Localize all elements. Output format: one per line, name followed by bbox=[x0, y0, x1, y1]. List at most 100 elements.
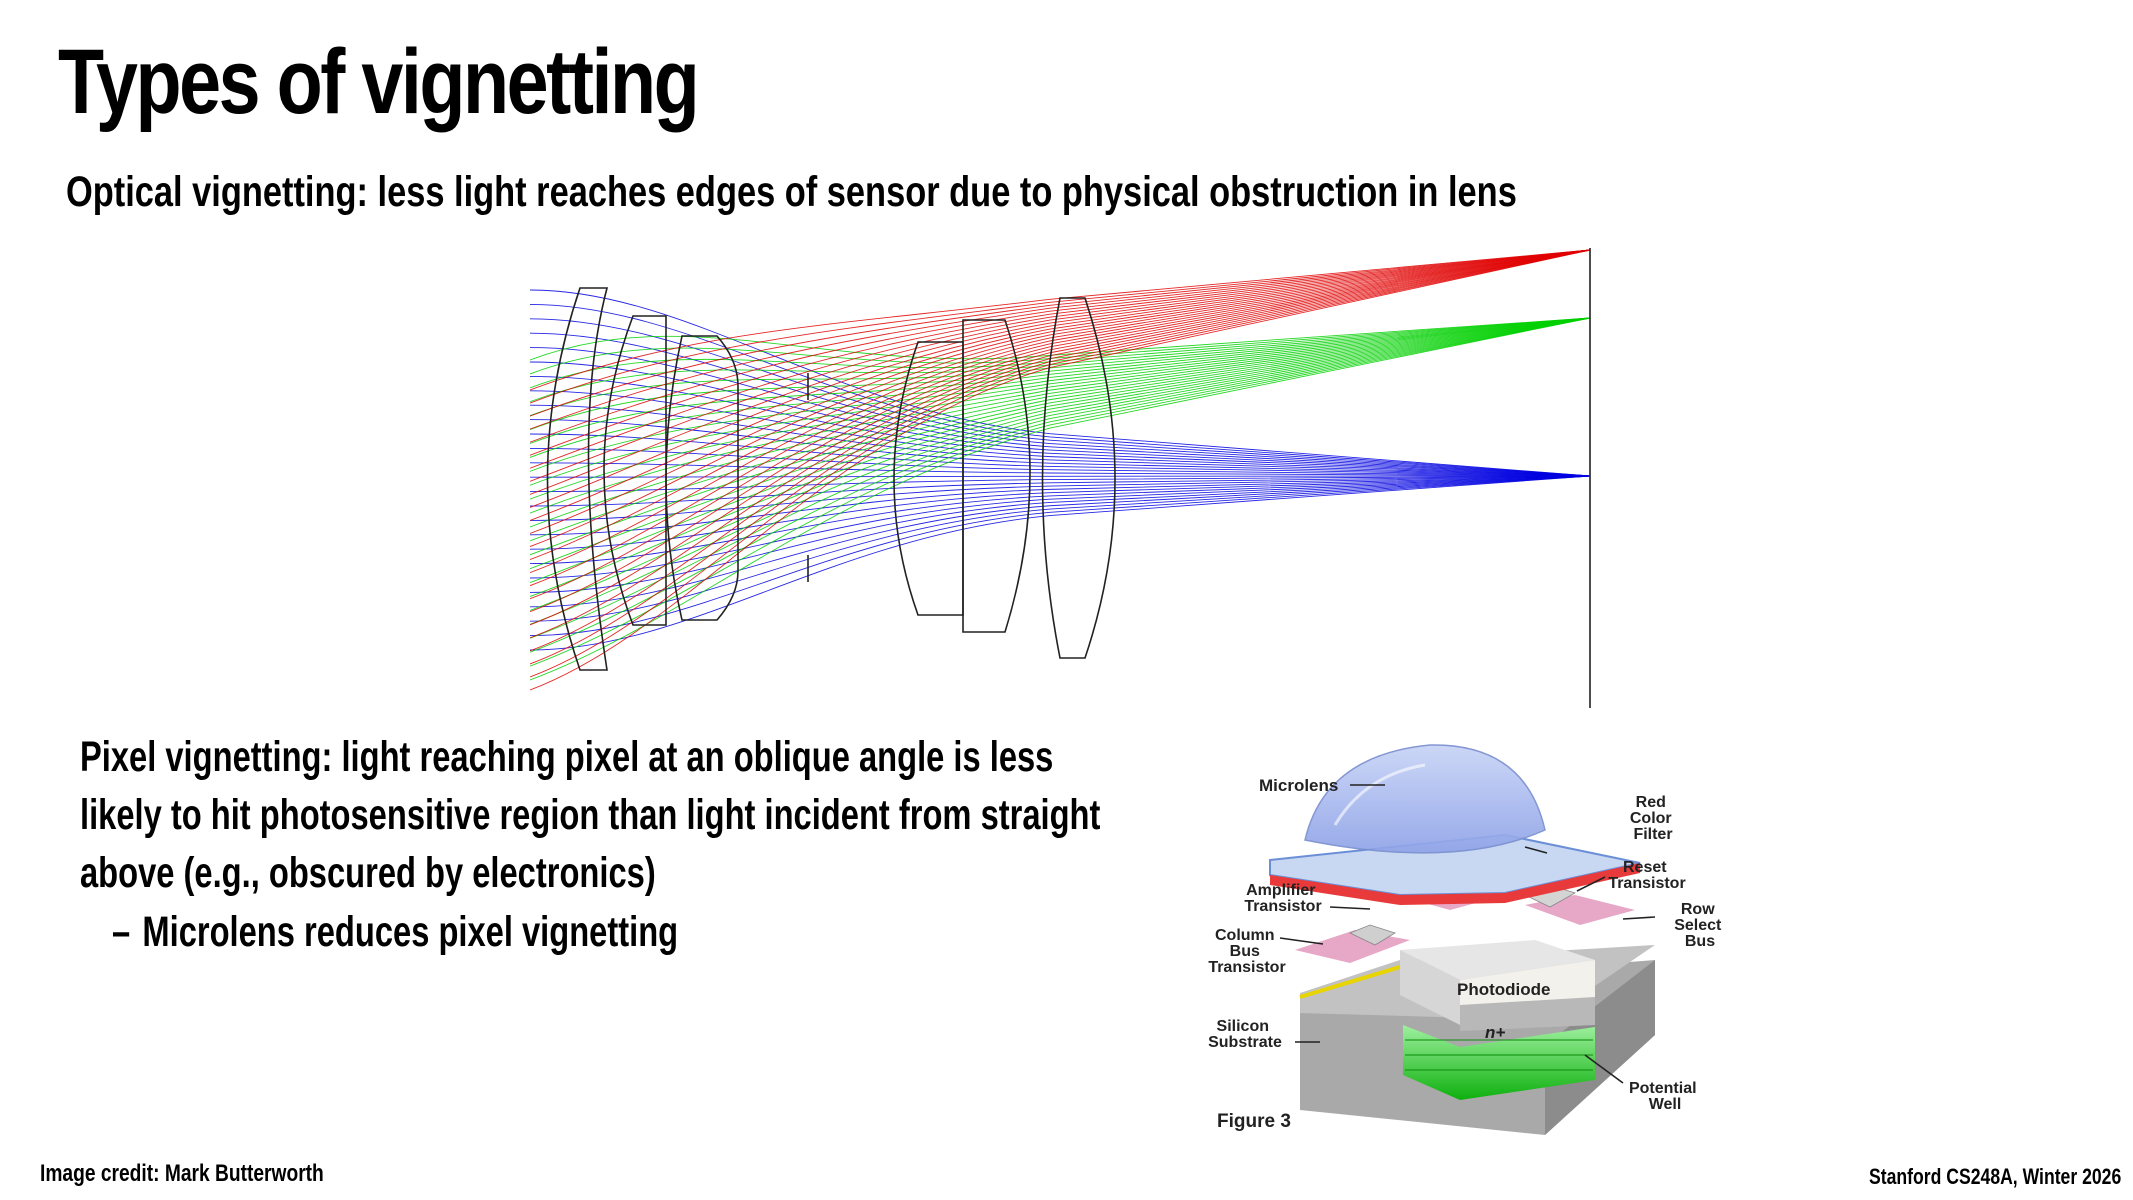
light-ray bbox=[530, 475, 1591, 521]
lens-element-3 bbox=[665, 335, 739, 621]
label-silicon: Silicon bbox=[1217, 1018, 1269, 1035]
label-color: Color bbox=[1630, 810, 1672, 827]
label-amplifier: Amplifier bbox=[1246, 882, 1315, 899]
light-ray bbox=[530, 317, 1591, 514]
light-ray bbox=[530, 249, 1591, 613]
label-microlens: Microlens bbox=[1259, 776, 1338, 795]
label-column-bus: Bus bbox=[1230, 943, 1260, 960]
slide-title: Types of vignetting bbox=[58, 31, 700, 133]
light-ray bbox=[530, 317, 1591, 667]
lens-element-4 bbox=[893, 341, 964, 616]
light-ray bbox=[530, 249, 1591, 665]
label-leader-lines bbox=[1279, 784, 1656, 1084]
light-ray bbox=[530, 475, 1591, 622]
potential-well-region bbox=[1403, 997, 1595, 1100]
light-ray bbox=[530, 347, 1591, 477]
light-ray bbox=[530, 317, 1591, 486]
lens-element-5 bbox=[962, 319, 1031, 633]
label-amplifier-transistor: Transistor bbox=[1244, 898, 1321, 915]
label-select: Select bbox=[1674, 917, 1722, 934]
bullet-text: Microlens reduces pixel vignetting bbox=[142, 908, 679, 956]
figure-labels: Microlens Red Color Filter Reset Transis… bbox=[1208, 776, 1726, 1132]
light-ray bbox=[530, 249, 1591, 469]
label-photodiode: Photodiode bbox=[1457, 980, 1550, 999]
svg-text:Potential Well: Potential Well bbox=[1629, 1080, 1701, 1113]
svg-text:Silicon Substrate: Silicon Substrate bbox=[1208, 1018, 1282, 1051]
light-ray bbox=[530, 317, 1591, 556]
label-n-plus: n+ bbox=[1485, 1023, 1505, 1042]
light-ray bbox=[530, 249, 1591, 430]
light-ray bbox=[530, 249, 1591, 456]
svg-text:Red Color Filter: Red Color Filter bbox=[1630, 794, 1676, 843]
figure-caption: Figure 3 bbox=[1217, 1111, 1291, 1132]
light-ray bbox=[530, 249, 1591, 443]
light-ray bbox=[530, 317, 1591, 389]
label-filter: Filter bbox=[1633, 826, 1672, 843]
bullet-dash: – bbox=[112, 908, 131, 956]
light-rays bbox=[530, 249, 1591, 691]
light-ray bbox=[530, 317, 1591, 472]
label-row: Row bbox=[1681, 901, 1715, 918]
pixel-cross-section-figure: Microlens Red Color Filter Reset Transis… bbox=[1208, 744, 1726, 1135]
light-ray bbox=[530, 475, 1591, 565]
light-ray bbox=[530, 249, 1591, 626]
light-ray bbox=[530, 475, 1591, 579]
light-ray bbox=[530, 317, 1591, 584]
pixel-vignetting-text: Pixel vignetting: light reaching pixel a… bbox=[80, 728, 1182, 902]
light-ray bbox=[530, 249, 1591, 508]
light-ray bbox=[530, 249, 1591, 560]
light-ray bbox=[530, 249, 1591, 404]
light-ray bbox=[530, 249, 1591, 587]
light-ray bbox=[530, 361, 1591, 477]
pixel-text-line-3: above (e.g., obscured by electronics) bbox=[80, 849, 656, 897]
light-ray bbox=[530, 249, 1591, 639]
light-ray bbox=[530, 249, 1591, 691]
image-credit: Image credit: Mark Butterworth bbox=[40, 1160, 324, 1187]
pixel-text-line-1: Pixel vignetting: light reaching pixel a… bbox=[80, 733, 1054, 781]
svg-text:Column Bus Transis: Column Bus Transistor bbox=[1208, 927, 1285, 976]
lens-element-1 bbox=[546, 287, 609, 671]
label-column: Column bbox=[1215, 927, 1275, 944]
light-ray bbox=[530, 332, 1591, 477]
lens-element-2 bbox=[603, 315, 667, 626]
light-ray bbox=[530, 249, 1591, 521]
light-ray bbox=[530, 475, 1591, 593]
microlens-bullet: –Microlens reduces pixel vignetting bbox=[112, 908, 678, 957]
light-ray bbox=[530, 249, 1591, 547]
light-ray bbox=[530, 404, 1591, 477]
label-reset-transistor: Transistor bbox=[1608, 875, 1685, 892]
course-footer: Stanford CS248A, Winter 2026 bbox=[1868, 1164, 2121, 1189]
svg-text:Amplifier Transistor: Amplifier Transistor bbox=[1244, 882, 1321, 915]
light-ray bbox=[530, 317, 1591, 681]
light-ray bbox=[530, 317, 1591, 597]
light-ray bbox=[530, 249, 1591, 574]
light-ray bbox=[530, 317, 1591, 611]
label-potential: Potential bbox=[1629, 1080, 1697, 1097]
light-ray bbox=[530, 317, 1591, 653]
light-ray bbox=[530, 249, 1591, 417]
label-bus: Bus bbox=[1685, 933, 1715, 950]
lens-ray-diagram bbox=[530, 248, 1591, 708]
light-ray bbox=[530, 249, 1591, 495]
light-ray bbox=[530, 475, 1591, 550]
light-ray bbox=[530, 317, 1591, 625]
light-ray bbox=[530, 249, 1591, 534]
label-reset: Reset bbox=[1623, 859, 1667, 876]
lens-element-6 bbox=[1041, 297, 1116, 659]
light-ray bbox=[530, 249, 1591, 391]
light-ray bbox=[530, 317, 1591, 417]
label-red: Red bbox=[1636, 794, 1666, 811]
light-ray bbox=[530, 249, 1591, 600]
light-ray bbox=[530, 317, 1591, 430]
label-column-transistor: Transistor bbox=[1208, 959, 1285, 976]
label-substrate: Substrate bbox=[1208, 1034, 1282, 1051]
light-ray bbox=[530, 249, 1591, 678]
optical-vignetting-text: Optical vignetting: less light reaches e… bbox=[66, 168, 1517, 216]
light-ray bbox=[530, 317, 1591, 403]
light-ray bbox=[530, 249, 1591, 482]
svg-text:Reset Transistor: Reset Transistor bbox=[1608, 859, 1685, 892]
light-ray bbox=[530, 317, 1591, 528]
svg-text:Row Select Bus: Row Select Bus bbox=[1674, 901, 1726, 950]
microlens-dome bbox=[1304, 744, 1546, 854]
pixel-text-line-2: likely to hit photosensitive region than… bbox=[80, 791, 1101, 839]
